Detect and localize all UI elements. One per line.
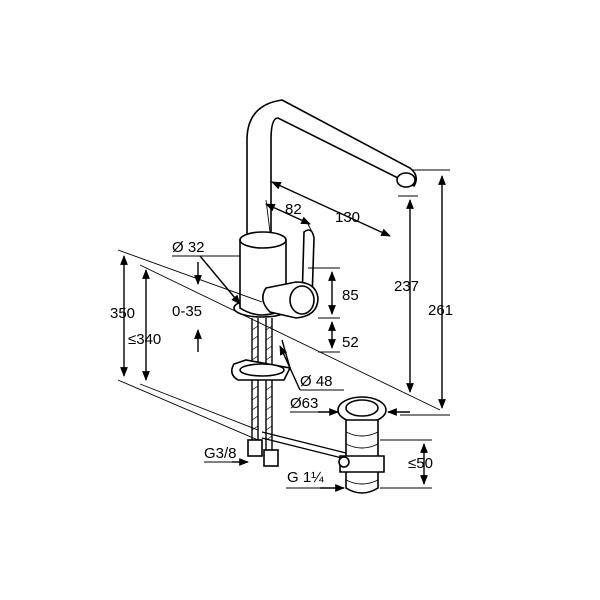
dim-spout-reach: 130: [271, 181, 391, 237]
dim-total-height-label: 350: [110, 305, 135, 322]
hose-connector-left: [247, 439, 263, 457]
dim-waste-thread: G 1¼: [286, 469, 345, 492]
dim-total-height: 350: [110, 255, 135, 377]
dim-lever-height: 85: [308, 267, 359, 319]
dim-max-worktop: ≤340: [128, 269, 161, 381]
faucet-body-top: [239, 231, 287, 249]
faucet-spout-outlet: [396, 172, 416, 188]
dim-lever-offset: 82: [265, 199, 313, 233]
faucet-spout-tube: [246, 99, 418, 249]
dim-body-diameter-label: Ø 32: [172, 239, 205, 256]
faucet: [233, 99, 418, 319]
dim-lever-offset-label: 82: [285, 201, 302, 218]
dim-waste-height-label: ≤50: [408, 455, 433, 472]
dim-hole-diameter-label: Ø 48: [300, 373, 333, 390]
dim-spout-height-label: 237: [394, 278, 419, 295]
dim-hole-diameter: Ø 48: [279, 345, 344, 391]
dim-base-height: 52: [318, 321, 359, 353]
dim-max-worktop-label: ≤340: [128, 331, 161, 348]
dim-waste-diameter-label: Ø63: [290, 395, 318, 412]
dim-base-height-label: 52: [342, 334, 359, 351]
dim-overall-height-label: 261: [428, 302, 453, 319]
dim-waste-diameter: Ø63: [290, 395, 410, 416]
mounting-nut: [239, 363, 285, 377]
faucet-lever-cap: [289, 285, 315, 315]
dim-worktop-range-label: 0-35: [172, 303, 202, 320]
dim-worktop-range: 0-35: [172, 262, 202, 352]
waste-nut: [339, 455, 385, 473]
dim-overall-height: 261: [400, 169, 453, 416]
dim-body-diameter: Ø 32: [172, 239, 241, 305]
dim-supply-thread: G3/8: [204, 445, 249, 466]
supply-hoses: [230, 318, 351, 467]
dim-lever-height-label: 85: [342, 287, 359, 304]
dim-spout-height: 237: [394, 195, 419, 393]
dim-waste-height: ≤50: [380, 439, 433, 489]
dim-supply-thread-label: G3/8: [204, 445, 237, 462]
dim-spout-reach-label: 130: [335, 209, 360, 226]
waste-lever-joint: [338, 456, 350, 468]
dim-waste-thread-label: G 1¼: [287, 469, 324, 486]
hose-connector-right: [263, 449, 279, 467]
waste-valve: [337, 396, 387, 494]
waste-plug-top: [345, 399, 379, 417]
